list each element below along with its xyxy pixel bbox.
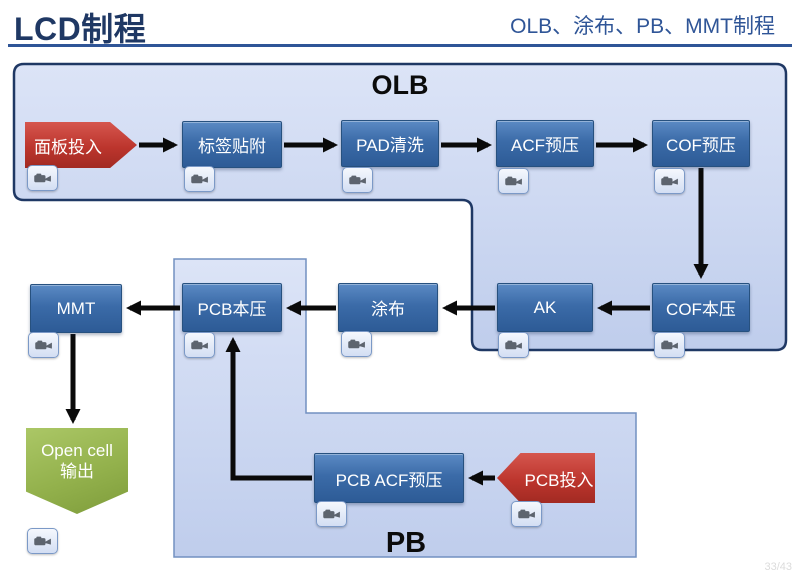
camera-icon (27, 528, 58, 554)
camera-icon (316, 501, 347, 527)
camera-glyph (347, 339, 365, 348)
page-title: LCD制程 (14, 11, 147, 47)
camera-icon (184, 332, 215, 358)
camera-icon (498, 332, 529, 358)
pb-group-label: PB (385, 527, 427, 559)
node-panel-input: 面板投入 (25, 122, 137, 168)
camera-glyph (322, 509, 340, 518)
node-mmt: MMT (30, 284, 122, 333)
camera-icon (654, 168, 685, 194)
camera-icon (184, 166, 215, 192)
camera-icon (27, 165, 58, 191)
node-label-attach: 标签贴附 (182, 121, 282, 168)
camera-glyph (504, 340, 522, 349)
header-divider (8, 44, 792, 47)
camera-icon (341, 331, 372, 357)
node-pcb-press: PCB本压 (182, 283, 282, 332)
camera-icon (498, 168, 529, 194)
open-cell-label-line1: Open cell (41, 440, 113, 460)
olb-group-label: OLB (371, 70, 429, 100)
camera-icon (28, 332, 59, 358)
open-cell-label-line2: 输出 (60, 462, 94, 481)
camera-icon (342, 167, 373, 193)
camera-glyph (660, 340, 678, 349)
camera-glyph (190, 340, 208, 349)
node-ak: AK (497, 283, 593, 332)
edge-pcb-acf-prepress-to-pcb-press (225, 337, 312, 481)
page-subtitle: OLB、涂布、PB、MMT制程 (510, 15, 775, 38)
camera-glyph (504, 176, 522, 185)
node-coating: 涂布 (338, 283, 438, 332)
node-pcb-acf-prepress: PCB ACF预压 (314, 453, 464, 503)
node-pad-clean: PAD清洗 (341, 120, 439, 167)
camera-glyph (517, 509, 535, 518)
camera-icon (654, 332, 685, 358)
camera-glyph (190, 174, 208, 183)
camera-icon (511, 501, 542, 527)
node-pcb-input: PCB投入 (497, 453, 595, 503)
node-acf-prepress: ACF预压 (496, 120, 594, 167)
camera-glyph (33, 536, 51, 545)
page-number: 33/43 (764, 561, 792, 573)
node-cof-prepress: COF预压 (652, 120, 750, 167)
camera-glyph (34, 340, 52, 349)
node-cof-press: COF本压 (652, 283, 750, 332)
camera-glyph (33, 173, 51, 182)
camera-glyph (348, 175, 366, 184)
camera-glyph (660, 176, 678, 185)
